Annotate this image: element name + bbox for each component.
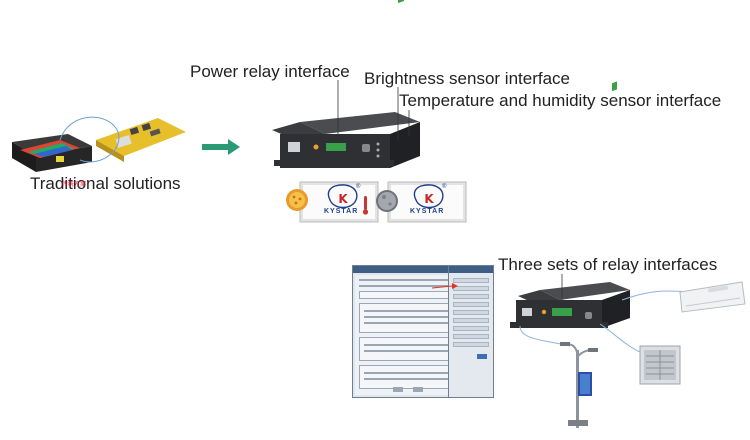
label-temperature-humidity-sensor-interface: Temperature and humidity sensor interfac…: [399, 91, 722, 110]
relay-schedule-titlebar: [449, 266, 493, 273]
schedule-apply-button[interactable]: [477, 354, 487, 359]
kystar-logo-mark-1: K: [327, 184, 358, 209]
traditional-controller-box: [12, 134, 92, 172]
relay-config-window-titlebar: [353, 266, 493, 273]
svg-text:K: K: [338, 192, 348, 206]
label-brightness-sensor-interface: Brightness sensor interface: [364, 69, 570, 88]
kystar-device-top: [272, 0, 420, 168]
kystar-logo-mark-2: K: [413, 184, 444, 209]
kystar-device-bottom: [510, 81, 630, 328]
moon-icon: [376, 190, 398, 212]
kystar-brand-text-2: KYSTAR: [410, 208, 445, 215]
thermometer-icon: [362, 196, 369, 215]
svg-text:K: K: [424, 192, 434, 206]
brightness-moon-card: [387, 181, 467, 223]
transition-arrow: [202, 139, 240, 155]
kystar-registered-mark-1: ®: [356, 184, 361, 190]
label-traditional-solutions: Traditional solutions: [30, 174, 181, 193]
traditional-control-card: [96, 118, 186, 162]
air-conditioner-icon: [679, 281, 746, 313]
kystar-registered-mark-2: ®: [442, 184, 447, 190]
street-light-icon: [560, 342, 598, 428]
traditional-overlay-caption: 传统方案: [62, 182, 87, 188]
exhaust-fan-icon: [639, 345, 681, 385]
relay-schedule-panel: [448, 265, 494, 398]
kystar-brand-text-1: KYSTAR: [324, 208, 359, 215]
config-confirm-button[interactable]: [393, 387, 403, 392]
label-three-relay-interfaces: Three sets of relay interfaces: [498, 255, 718, 274]
sun-icon: [286, 189, 308, 211]
label-power-relay-interface: Power relay interface: [190, 62, 350, 81]
config-cancel-button[interactable]: [413, 387, 423, 392]
